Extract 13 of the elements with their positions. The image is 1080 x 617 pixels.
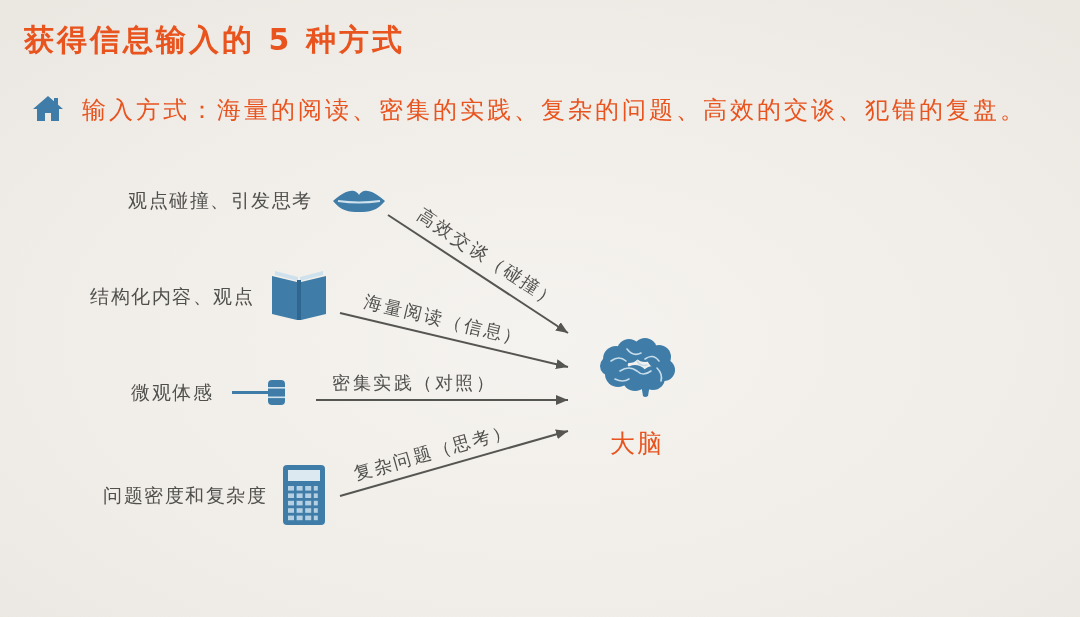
- subtitle: 输入方式：海量的阅读、密集的实践、复杂的问题、高效的交谈、犯错的复盘。: [82, 95, 1027, 125]
- arrow: [339, 312, 569, 370]
- title: 获得信息输入的 5 种方式: [24, 22, 405, 58]
- node-label: 问题密度和复杂度: [103, 483, 267, 507]
- arrow: [387, 214, 569, 334]
- node-label: 结构化内容、观点: [90, 284, 254, 308]
- edge-label: 密集实践（对照）: [332, 372, 497, 394]
- node-label: 观点碰撞、引发思考: [128, 188, 313, 212]
- edge-label: 复杂问题（思考）: [351, 418, 516, 485]
- arrow: [315, 395, 569, 405]
- node-label: 微观体感: [131, 380, 213, 404]
- node-label: 大脑: [610, 429, 664, 459]
- arrow: [339, 429, 569, 497]
